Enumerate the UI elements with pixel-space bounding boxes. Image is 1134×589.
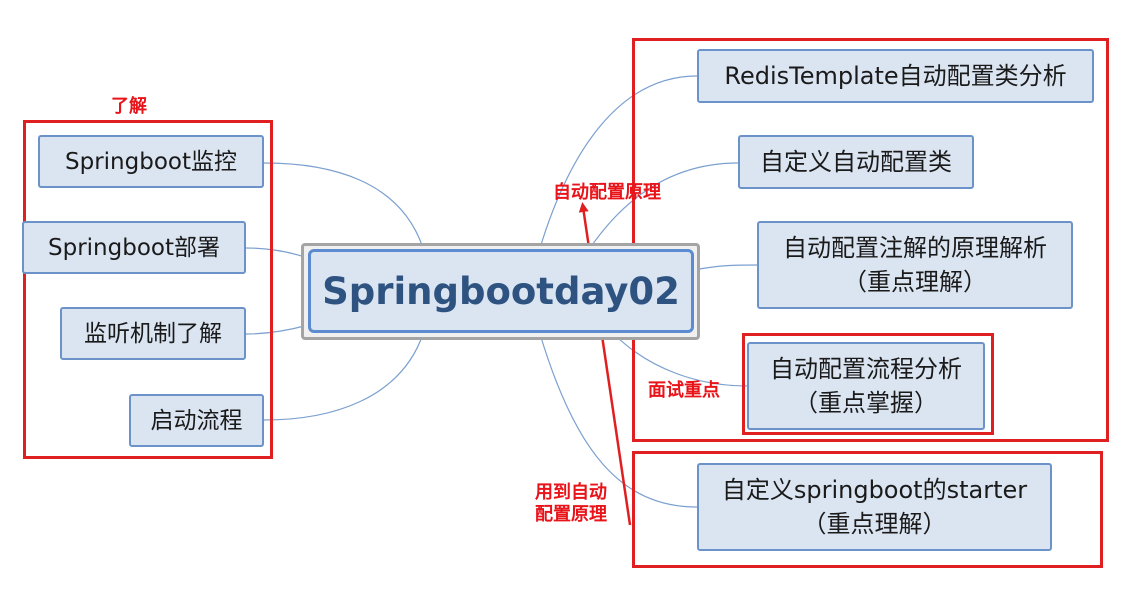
topic-custom-autoconfig-class[interactable]: 自定义自动配置类 [738, 135, 974, 189]
topic-label-line2: （重点理解） [843, 268, 987, 296]
annotation-uses-autoconfig: 用到自动 配置原理 [535, 482, 607, 526]
topic-label-line2: （重点理解） [802, 510, 947, 538]
connector-left-1 [263, 162, 424, 249]
topic-label: 自定义自动配置类 [760, 148, 952, 176]
topic-label: 监听机制了解 [84, 320, 222, 347]
topic-label: Springboot监控 [65, 148, 237, 175]
annotation-auto-config-principle: 自动配置原理 [553, 182, 661, 203]
topic-autoconfig-annotation[interactable]: 自动配置注解的原理解析 （重点理解） [757, 221, 1073, 309]
topic-listener-mechanism[interactable]: 监听机制了解 [60, 307, 246, 360]
topic-label-line2: （重点掌握） [794, 389, 938, 417]
annotation-line2: 配置原理 [535, 504, 607, 525]
topic-label-line1: 自定义springboot的starter [721, 476, 1028, 504]
central-topic[interactable]: Springbootday02 [308, 249, 694, 333]
topic-label: 启动流程 [150, 407, 243, 434]
topic-startup-flow[interactable]: 启动流程 [129, 394, 264, 447]
annotation-understand: 了解 [111, 96, 147, 117]
connector-left-4 [263, 333, 424, 421]
topic-springboot-deploy[interactable]: Springboot部署 [22, 221, 246, 274]
topic-custom-starter[interactable]: 自定义springboot的starter （重点理解） [697, 463, 1052, 551]
annotation-interview-focus: 面试重点 [648, 380, 720, 401]
topic-redistemplate-autoconfig[interactable]: RedisTemplate自动配置类分析 [697, 49, 1094, 103]
topic-label: RedisTemplate自动配置类分析 [724, 62, 1067, 90]
topic-label: Springboot部署 [48, 234, 220, 261]
starter-box [632, 451, 1103, 568]
interview-focus-box [742, 333, 994, 435]
topic-label-line1: 自动配置注解的原理解析 [783, 234, 1047, 262]
topic-label-line1: 自动配置流程分析 [770, 355, 962, 383]
central-topic-label: Springbootday02 [322, 269, 680, 313]
right-group-box [632, 38, 1109, 442]
topic-springboot-monitor[interactable]: Springboot监控 [38, 135, 264, 188]
topic-autoconfig-flow[interactable]: 自动配置流程分析 （重点掌握） [747, 342, 985, 430]
annotation-line1: 用到自动 [535, 482, 607, 503]
left-group-box [23, 120, 273, 459]
